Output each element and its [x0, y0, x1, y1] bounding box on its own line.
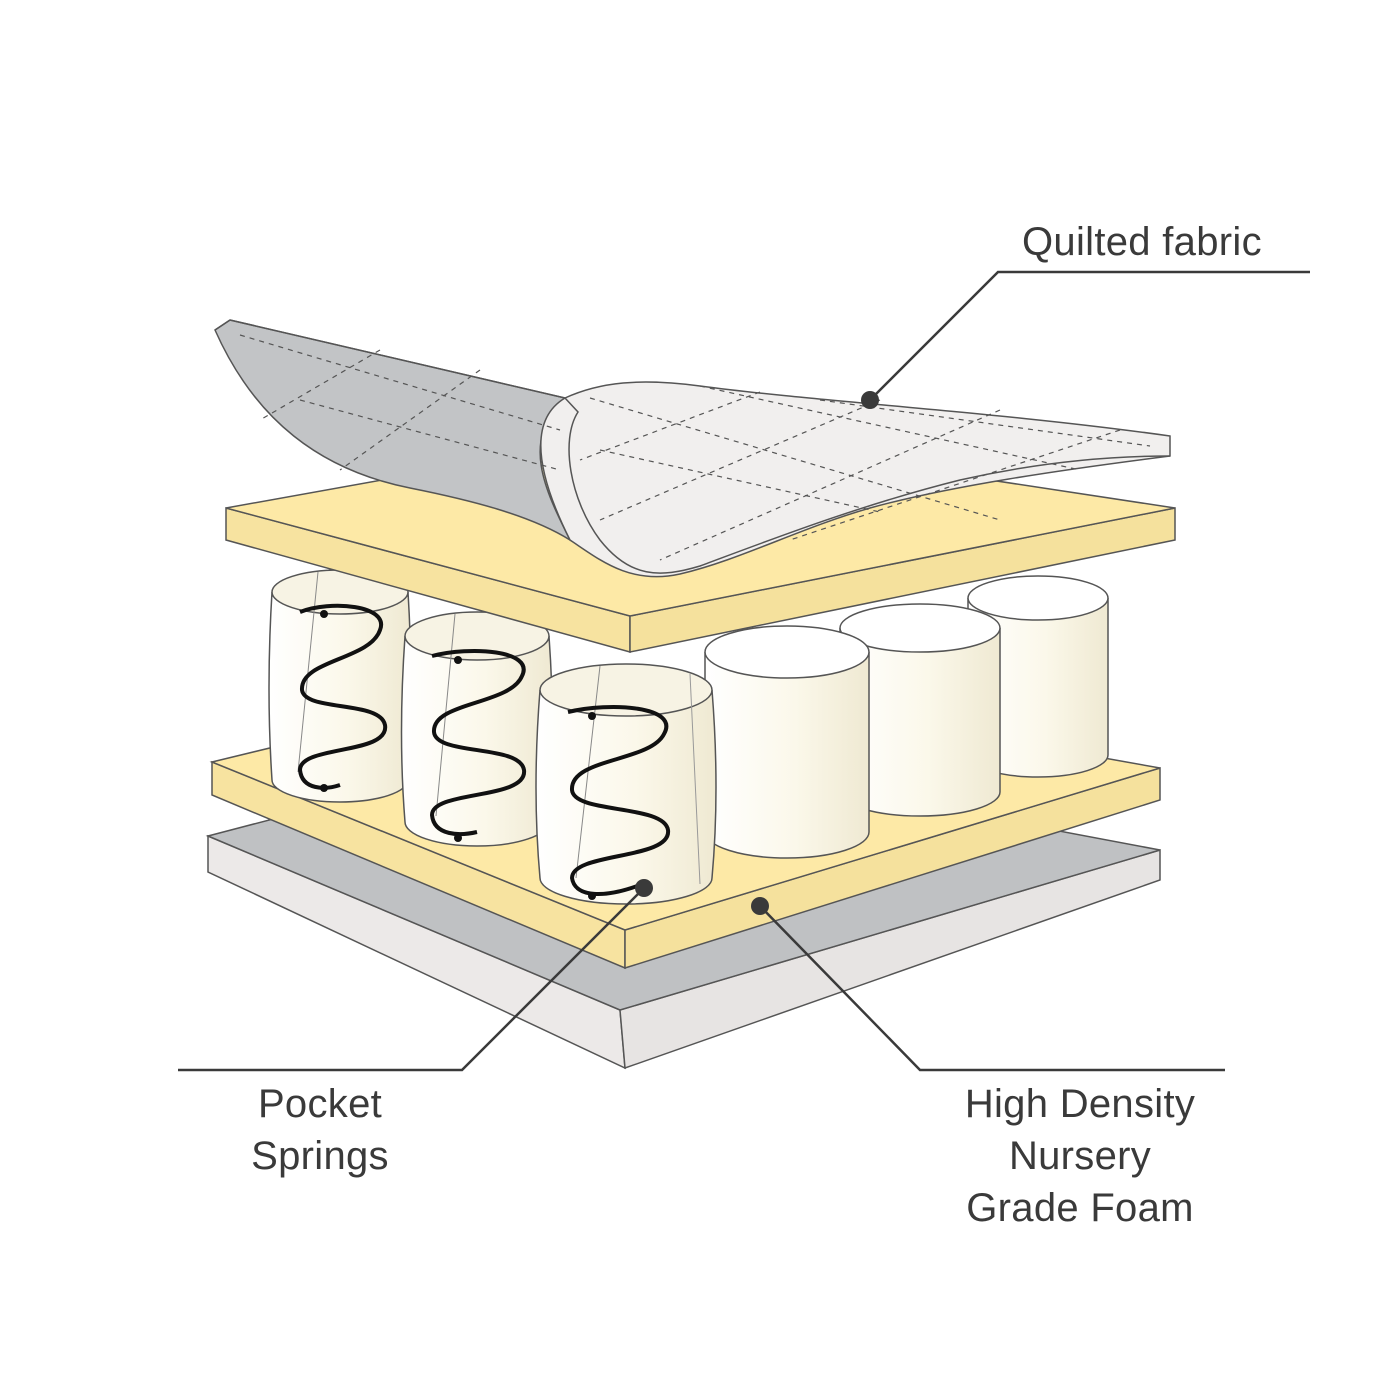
foam-label: High Density Nursery Grade Foam — [930, 1078, 1230, 1234]
foam-line-3: Grade Foam — [966, 1186, 1194, 1230]
pocket-springs-line-2: Springs — [251, 1134, 389, 1178]
quilted-fabric-layer — [214, 319, 1171, 578]
pocket-spring-plain — [704, 625, 870, 859]
pocket-spring-plain — [839, 603, 1001, 817]
leader-line-pocket — [178, 879, 653, 1072]
quilted-fabric-label: Quilted fabric — [1022, 216, 1262, 268]
leader-line-foam — [751, 897, 1225, 1072]
pocket-springs-label: Pocket Springs — [200, 1078, 440, 1182]
pocket-springs-line-1: Pocket — [257, 1082, 383, 1126]
quilted-fabric-text: Quilted fabric — [1022, 220, 1262, 264]
foam-line-2: Nursery — [1008, 1134, 1152, 1178]
leader-dot-icon — [861, 391, 879, 409]
foam-line-1: High Density — [964, 1082, 1196, 1126]
pocket-spring-coil — [535, 663, 717, 905]
leader-dot-icon — [751, 897, 769, 915]
pocket-spring-coil — [400, 611, 554, 847]
leader-line-quilted — [861, 270, 1310, 409]
pocket-spring-coil — [268, 569, 412, 803]
leader-dot-icon — [635, 879, 653, 897]
